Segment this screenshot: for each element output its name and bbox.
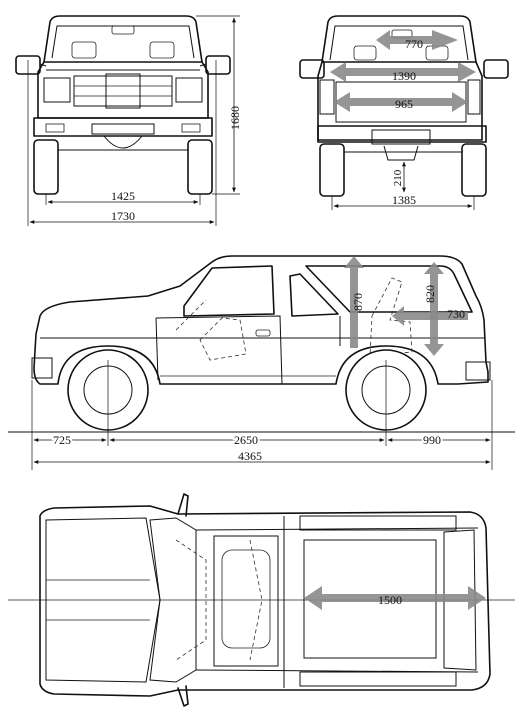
dim-rear-overhang: 990	[423, 433, 441, 447]
dim-rear-opening-height: 820	[423, 285, 437, 303]
dim-cargo-length: 1500	[378, 593, 402, 607]
dim-cargo-width-mid: 1390	[392, 69, 416, 83]
top-view: 1500	[8, 493, 515, 707]
dim-front-overhang: 725	[53, 433, 71, 447]
side-cargo-arrows	[344, 256, 468, 356]
dim-overall-height: 1680	[228, 106, 242, 130]
dim-wheelbase: 2650	[234, 433, 258, 447]
side-view: 870 820 730 725 2650 990 4365	[8, 255, 515, 470]
front-right-tyre	[187, 139, 213, 195]
dim-ground-clearance: 210	[392, 169, 404, 186]
dim-rear-track: 1385	[392, 193, 416, 207]
dim-cargo-height: 870	[351, 293, 365, 311]
rear-cargo-arrows	[330, 30, 476, 112]
front-left-tyre	[33, 139, 59, 195]
cargo-length-arrow	[304, 586, 486, 610]
dim-overall-width: 1730	[111, 209, 135, 223]
rear-right-tyre	[461, 143, 487, 197]
dim-cargo-width-arches: 965	[395, 97, 413, 111]
dim-front-track: 1425	[111, 189, 135, 203]
dim-cargo-width-top: 770	[405, 37, 423, 51]
rear-left-tyre	[319, 143, 345, 197]
rear-view: 770 1390 965 210 1385	[299, 15, 509, 210]
dim-overall-length: 4365	[238, 449, 262, 463]
dim-rear-seat-to-cargo: 730	[447, 307, 465, 321]
front-view: 1680 1425 1730	[15, 15, 242, 226]
